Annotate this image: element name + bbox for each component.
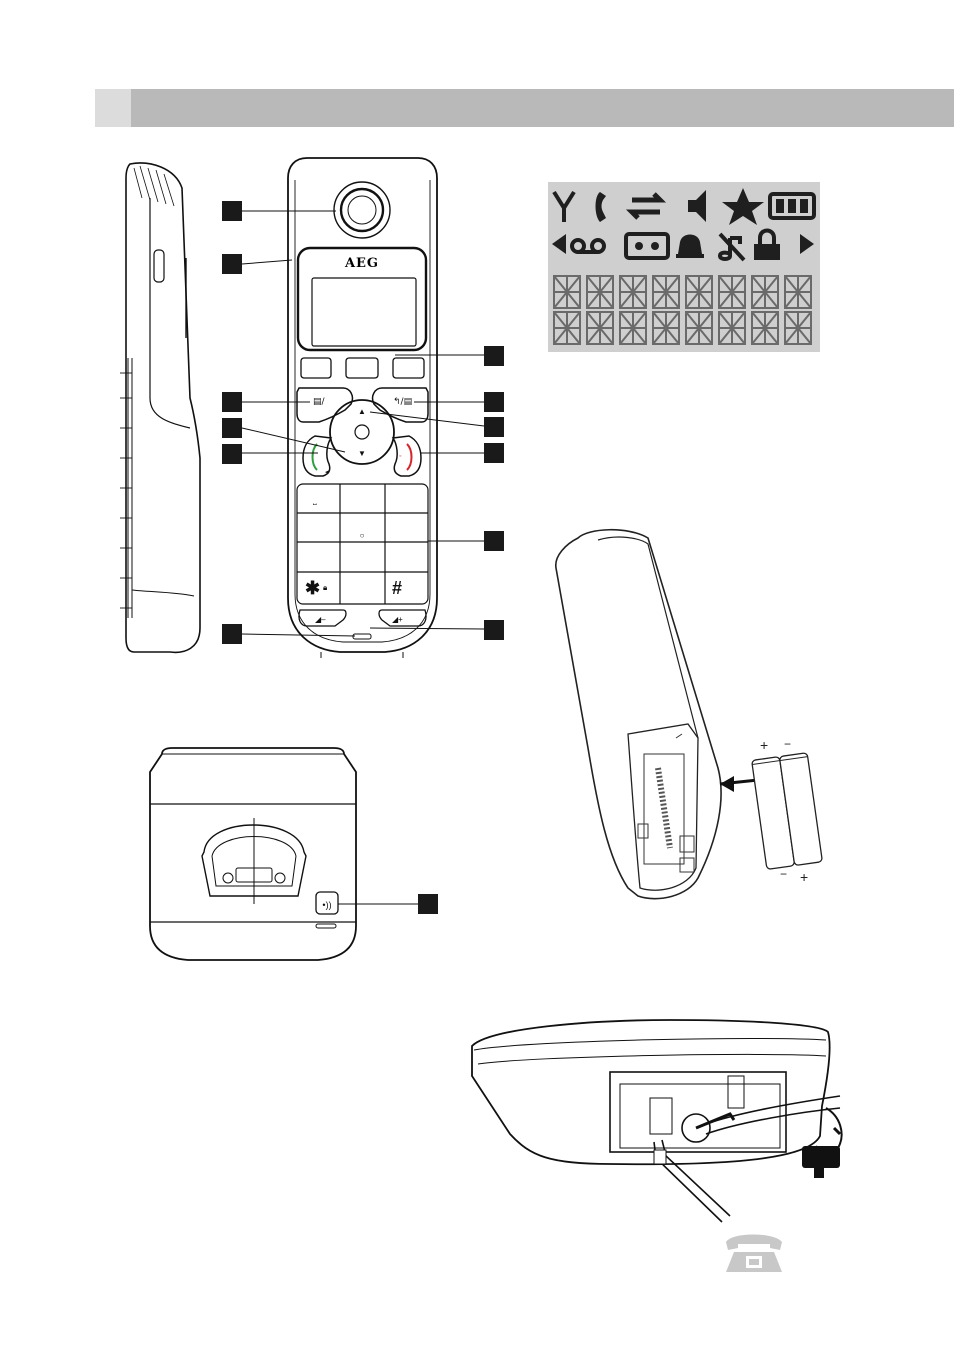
callout-marker <box>484 531 504 551</box>
lcd-segment-char <box>719 276 745 308</box>
lcd-segment-char <box>620 276 646 308</box>
battery-minus-bottom: − <box>780 867 787 881</box>
callout-marker <box>484 346 504 366</box>
lcd-segment-char <box>653 276 679 308</box>
battery-minus-top: − <box>784 737 791 751</box>
callout-marker <box>484 620 504 640</box>
lcd-segment-char <box>620 312 646 344</box>
telephone-icon <box>726 1235 782 1273</box>
paging-icon: •)) <box>322 900 331 910</box>
lcd-display <box>548 182 820 352</box>
callout-marker <box>222 392 242 412</box>
callout-marker <box>222 201 242 221</box>
lcd-segment-char <box>686 276 712 308</box>
callout-marker <box>222 444 242 464</box>
lcd-segment-char <box>785 312 811 344</box>
connection-diagram <box>470 1016 870 1284</box>
callout-marker <box>484 417 504 437</box>
lcd-segment-char <box>587 276 613 308</box>
lcd-segment-char <box>785 276 811 308</box>
lcd-segment-char <box>686 312 712 344</box>
lcd-segment-char <box>554 276 580 308</box>
callout-marker <box>222 624 242 644</box>
lcd-segment-char <box>752 312 778 344</box>
lcd-segment-char <box>554 312 580 344</box>
callout-marker <box>222 254 242 274</box>
lcd-segment-char <box>719 312 745 344</box>
lcd-segment-char <box>653 312 679 344</box>
base-station: •)) <box>148 746 358 962</box>
battery-plus-top: + <box>760 737 768 753</box>
callout-marker <box>418 894 438 914</box>
lcd-segment-char <box>587 312 613 344</box>
callout-marker <box>222 418 242 438</box>
lcd-segment-char <box>752 276 778 308</box>
battery-insertion-diagram: + − − + <box>548 528 838 908</box>
callout-marker <box>484 392 504 412</box>
battery-plus-bottom: + <box>800 869 808 885</box>
callout-marker <box>484 443 504 463</box>
